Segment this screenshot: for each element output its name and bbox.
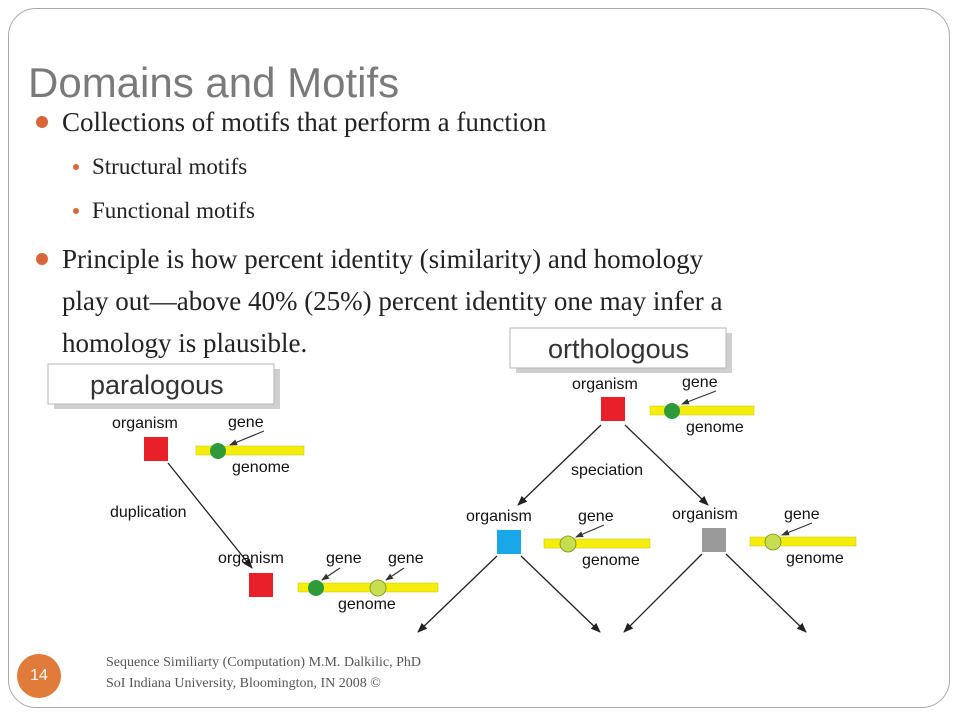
gene-pointer-arrow xyxy=(229,430,265,446)
slide-frame xyxy=(8,8,950,708)
bullet-item: Principle is how percent identity (simil… xyxy=(36,238,723,364)
bullet-line: homology is plausible. xyxy=(62,328,308,358)
gene-dot-lightgreen-icon xyxy=(559,535,577,553)
gene-dot-green-icon xyxy=(664,403,680,419)
genome-bar xyxy=(195,445,305,456)
genome-bar xyxy=(749,536,857,547)
bullet-dot-icon xyxy=(36,116,48,128)
speciation-arrow-right xyxy=(624,424,709,506)
organism-label: organism xyxy=(466,508,532,525)
sub-bullet-dot-icon xyxy=(73,208,79,214)
organism-square-red-icon xyxy=(144,437,168,461)
genome-label: genome xyxy=(582,552,640,569)
gene-pointer-arrow xyxy=(321,567,341,581)
gene-label: gene xyxy=(388,550,424,567)
genome-bar xyxy=(543,538,651,549)
paralogous-label-box: paralogous xyxy=(47,363,280,409)
orthologous-heading: orthologous xyxy=(548,334,689,364)
bullet-dot-icon xyxy=(36,253,48,265)
gene-label: gene xyxy=(784,506,820,523)
genome-label: genome xyxy=(232,459,290,476)
organism-square-red-icon xyxy=(249,573,273,597)
organism-square-red-icon xyxy=(601,397,625,421)
organism-label: organism xyxy=(218,550,284,567)
orthologous-label-box: orthologous xyxy=(509,327,732,373)
gene-pointer-arrow xyxy=(781,522,813,536)
gene-label: gene xyxy=(578,508,614,525)
genome-label: genome xyxy=(686,419,744,436)
gene-dot-lightgreen-icon xyxy=(764,533,782,551)
gene-dot-lightgreen-icon xyxy=(369,579,387,597)
gene-pointer-arrow xyxy=(681,390,717,405)
sub-bullet-text: Structural motifs xyxy=(92,154,248,179)
bullet-line: Principle is how percent identity (simil… xyxy=(62,244,704,274)
sub-bullet-item: Functional motifs xyxy=(73,196,255,226)
bullet-line: play out—above 40% (25%) percent identit… xyxy=(62,286,723,316)
gene-dot-green-icon xyxy=(210,443,226,459)
organism-square-blue-icon xyxy=(497,530,521,554)
bullet-text: Collections of motifs that perform a fun… xyxy=(62,107,547,137)
duplication-label: duplication xyxy=(110,504,187,521)
descendant-arrow xyxy=(623,553,703,633)
gene-dot-green-icon xyxy=(308,580,324,596)
sub-bullet-item: Structural motifs xyxy=(73,152,248,182)
footer-line: SoI Indiana University, Bloomington, IN … xyxy=(106,676,381,691)
footer-line: Sequence Similiarty (Computation) M.M. D… xyxy=(106,655,421,670)
genome-bar xyxy=(649,405,755,416)
gene-pointer-arrow xyxy=(575,524,605,538)
genome-label: genome xyxy=(786,550,844,567)
gene-label: gene xyxy=(682,374,718,391)
organism-label: organism xyxy=(112,415,178,432)
gene-pointer-arrow xyxy=(385,567,405,581)
speciation-label: speciation xyxy=(571,462,643,479)
descendant-arrow xyxy=(417,555,498,633)
slide-footer: Sequence Similiarty (Computation) M.M. D… xyxy=(106,652,421,694)
page-number-badge: 14 xyxy=(17,654,61,698)
sub-bullet-text: Functional motifs xyxy=(92,198,255,223)
organism-square-gray-icon xyxy=(702,528,726,552)
paralogous-heading: paralogous xyxy=(90,370,224,400)
speciation-arrow-left xyxy=(517,424,602,506)
descendant-arrow xyxy=(725,553,807,633)
genome-bar xyxy=(297,582,439,593)
organism-label: organism xyxy=(672,506,738,523)
descendant-arrow xyxy=(520,555,601,633)
organism-label: organism xyxy=(572,376,638,393)
gene-label: gene xyxy=(326,550,362,567)
sub-bullet-dot-icon xyxy=(73,164,79,170)
bullet-item: Collections of motifs that perform a fun… xyxy=(36,101,547,143)
genome-label: genome xyxy=(338,596,396,613)
gene-label: gene xyxy=(228,414,264,431)
duplication-arrow xyxy=(167,462,253,569)
slide-title: Domains and Motifs xyxy=(28,59,400,106)
